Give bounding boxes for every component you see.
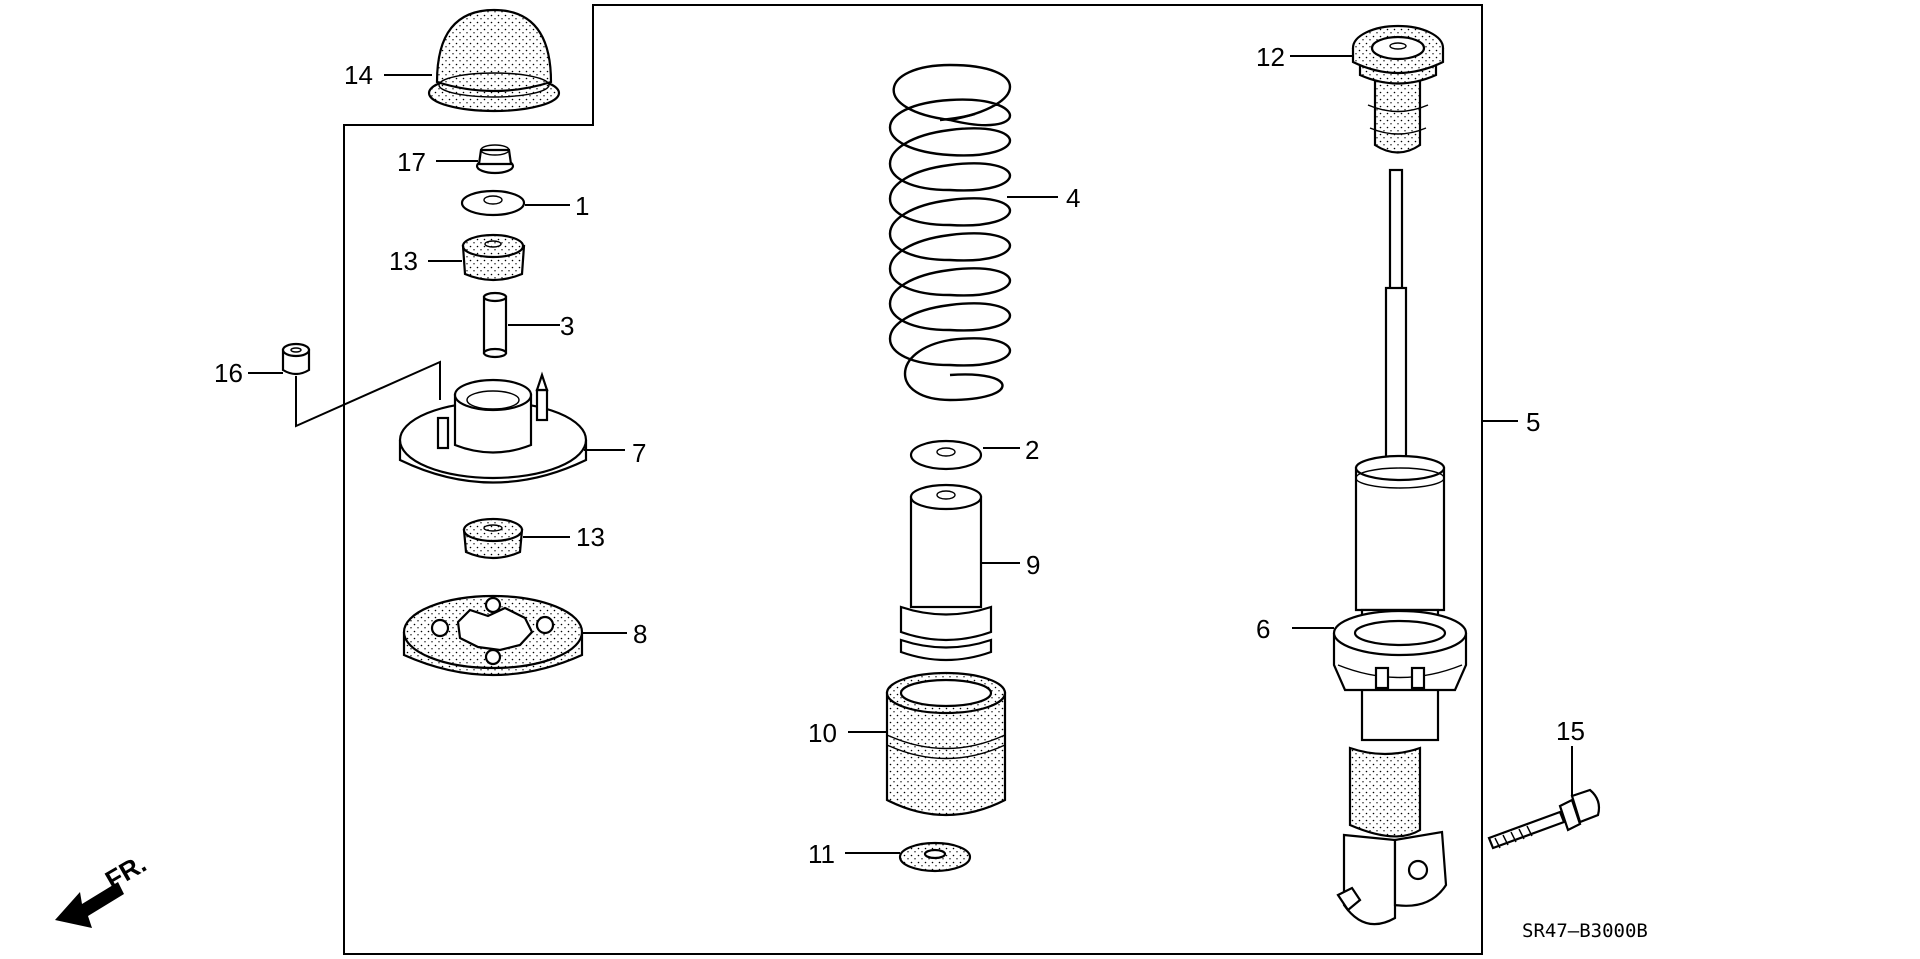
callout-11: 11 — [808, 839, 835, 869]
part-5-shock-absorber — [1336, 168, 1448, 926]
callout-8: 8 — [633, 619, 647, 649]
callout-12: 12 — [1256, 42, 1285, 72]
callout-9: 9 — [1026, 550, 1040, 580]
callout-7: 7 — [632, 438, 646, 468]
part-3-collar — [482, 291, 508, 359]
front-direction-arrow: FR. — [55, 848, 151, 928]
part-7-upper-mount — [398, 371, 588, 484]
part-1-washer — [460, 189, 526, 217]
callout-13-lower: 13 — [576, 522, 605, 552]
frame-border — [343, 4, 1483, 955]
callout-labels: 14 17 1 13 3 16 7 13 8 12 4 2 9 10 11 5 … — [214, 42, 1585, 869]
front-direction-label: FR. — [100, 848, 151, 895]
callout-13-upper: 13 — [389, 246, 418, 276]
callout-5: 5 — [1526, 407, 1540, 437]
callout-3: 3 — [560, 311, 574, 341]
part-2-washer — [909, 439, 983, 471]
callout-16: 16 — [214, 358, 243, 388]
part-8-spring-seat-rubber — [402, 594, 584, 677]
part-6-spring-seat — [1332, 609, 1468, 692]
part-4-coil-spring — [889, 63, 1011, 402]
part-9-dust-boot — [899, 483, 993, 662]
leader-lines — [248, 55, 1573, 854]
part-13-upper-bushing — [461, 233, 526, 282]
part-16-nut — [281, 342, 311, 376]
callout-6: 6 — [1256, 614, 1270, 644]
diagram-code: SR47–B3000B — [1522, 920, 1648, 942]
part-12-bump-rubber — [1351, 24, 1445, 154]
callout-17: 17 — [397, 147, 426, 177]
part-13-lower-bushing — [462, 517, 524, 560]
part-14-dust-cap — [427, 8, 561, 113]
callout-10: 10 — [808, 718, 837, 748]
callout-2: 2 — [1025, 435, 1039, 465]
part-11-washer — [898, 841, 972, 873]
callout-14: 14 — [344, 60, 373, 90]
part-10-bump-stop — [885, 671, 1007, 817]
callout-1: 1 — [575, 191, 589, 221]
part-15-flange-bolt — [1487, 788, 1601, 850]
part-17-flange-nut — [475, 144, 515, 175]
callout-4: 4 — [1066, 183, 1080, 213]
callout-15: 15 — [1556, 716, 1585, 746]
